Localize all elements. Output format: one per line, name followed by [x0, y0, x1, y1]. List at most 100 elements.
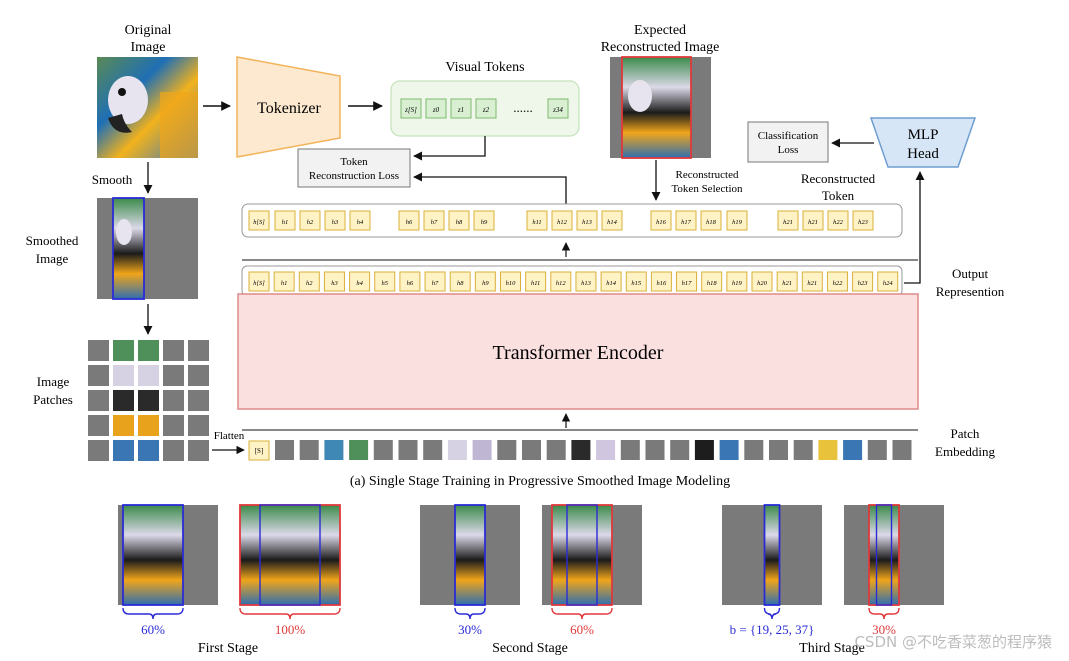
output-token — [751, 271, 773, 292]
token-label: h2 — [307, 219, 314, 226]
mlp-head-label-2: Head — [907, 146, 939, 162]
output-token — [877, 271, 899, 292]
red-percent: 100% — [275, 622, 306, 637]
flattened-patch — [546, 440, 566, 460]
output-token — [776, 271, 798, 292]
selected-token — [827, 210, 849, 231]
output-token — [852, 271, 874, 292]
tokenizer-block — [236, 56, 341, 158]
flattened-patch — [349, 440, 369, 460]
stage-name: Second Stage — [492, 641, 568, 656]
red-percent: 30% — [872, 622, 896, 637]
output-token — [374, 271, 396, 292]
token-label: h9 — [481, 219, 488, 226]
token-label: h21 — [782, 280, 792, 287]
token-label: z34 — [552, 106, 563, 114]
classification-loss-label-2: Loss — [778, 144, 799, 156]
recon-token-selection-label-1: Reconstructed — [676, 169, 739, 181]
selected-token — [675, 210, 697, 231]
image-patch — [163, 415, 184, 436]
image-patch — [163, 340, 184, 361]
image-patch — [113, 440, 134, 461]
image-patch — [138, 340, 159, 361]
selected-token — [349, 210, 371, 231]
figure-caption: (a) Single Stage Training in Progressive… — [350, 474, 730, 489]
token-label: h16 — [657, 280, 668, 287]
stage-blue-inner — [875, 504, 893, 606]
expected-image-label-1: Expected — [634, 23, 686, 38]
token-label: h17 — [681, 219, 692, 226]
token-label: h3 — [331, 280, 338, 287]
token-label: h4 — [357, 219, 364, 226]
token-label: h13 — [581, 280, 592, 287]
original-image-label-2: Image — [131, 40, 166, 55]
token-label: h12 — [556, 280, 567, 287]
stage-blue-inner — [566, 504, 598, 606]
mlp-head-label-1: MLP — [908, 127, 939, 143]
transformer-encoder-label: Transformer Encoder — [493, 342, 664, 364]
output-token — [801, 271, 823, 292]
image-patch — [113, 390, 134, 411]
image-patch — [138, 440, 159, 461]
image-patch — [188, 340, 209, 361]
token-label: h[S] — [253, 219, 265, 226]
output-token — [525, 271, 547, 292]
smoothed-image-label-1: Smoothed — [26, 233, 79, 248]
flattened-patch — [324, 440, 344, 460]
blue-brace — [122, 607, 184, 620]
flattened-patch — [472, 440, 492, 460]
image-patch — [138, 415, 159, 436]
token-label: h9 — [482, 280, 489, 287]
image-patch — [188, 365, 209, 386]
image-patch — [188, 390, 209, 411]
stage-name: Third Stage — [799, 641, 865, 656]
blue-percent: b = {19, 25, 37} — [730, 622, 815, 637]
recon-token-selection-label-2: Token Selection — [671, 183, 743, 195]
selected-token — [448, 210, 470, 231]
token-label: h24 — [883, 280, 894, 287]
tokenizer-label: Tokenizer — [257, 100, 321, 117]
selected-token — [398, 210, 420, 231]
token-label: h3 — [332, 219, 339, 226]
image-patch — [113, 340, 134, 361]
expected-reconstructed-image — [610, 56, 711, 159]
selected-token — [274, 210, 296, 231]
flattened-patch — [398, 440, 418, 460]
transformer-encoder-block — [237, 293, 919, 410]
selected-token — [526, 210, 548, 231]
stage-3: b = {19, 25, 37} 30% Third Stage — [722, 504, 944, 656]
selected-token — [299, 210, 321, 231]
stage-blue-window — [763, 504, 781, 606]
selected-token — [601, 210, 623, 231]
token-label: h6 — [407, 280, 414, 287]
output-token — [500, 271, 521, 292]
visual-token — [450, 98, 472, 119]
flattened-patch — [373, 440, 393, 460]
token-label: h23 — [858, 280, 869, 287]
selected-token — [576, 210, 598, 231]
red-percent: 60% — [570, 622, 594, 637]
selected-token — [423, 210, 445, 231]
expected-image-label-2: Reconstructed Image — [601, 40, 720, 55]
token-label: h[S] — [253, 280, 265, 287]
visual-token-ellipsis: ...... — [513, 100, 533, 115]
output-token — [424, 271, 446, 292]
token-label: h11 — [531, 280, 540, 287]
token-label: h21 — [808, 219, 818, 226]
token-label: h17 — [682, 280, 693, 287]
red-brace — [551, 607, 613, 620]
reconstructed-token-label-2: Token — [822, 188, 855, 203]
flattened-patch — [719, 440, 739, 460]
image-patch — [188, 440, 209, 461]
smoothed-image — [97, 197, 198, 300]
visual-token — [425, 98, 447, 119]
stage-2: 30%60%Second Stage — [420, 504, 642, 656]
stage-image-content — [764, 505, 780, 605]
flattened-patch — [571, 440, 591, 460]
token-label: h18 — [706, 219, 717, 226]
token-label: h6 — [406, 219, 413, 226]
image-patch — [88, 440, 109, 461]
